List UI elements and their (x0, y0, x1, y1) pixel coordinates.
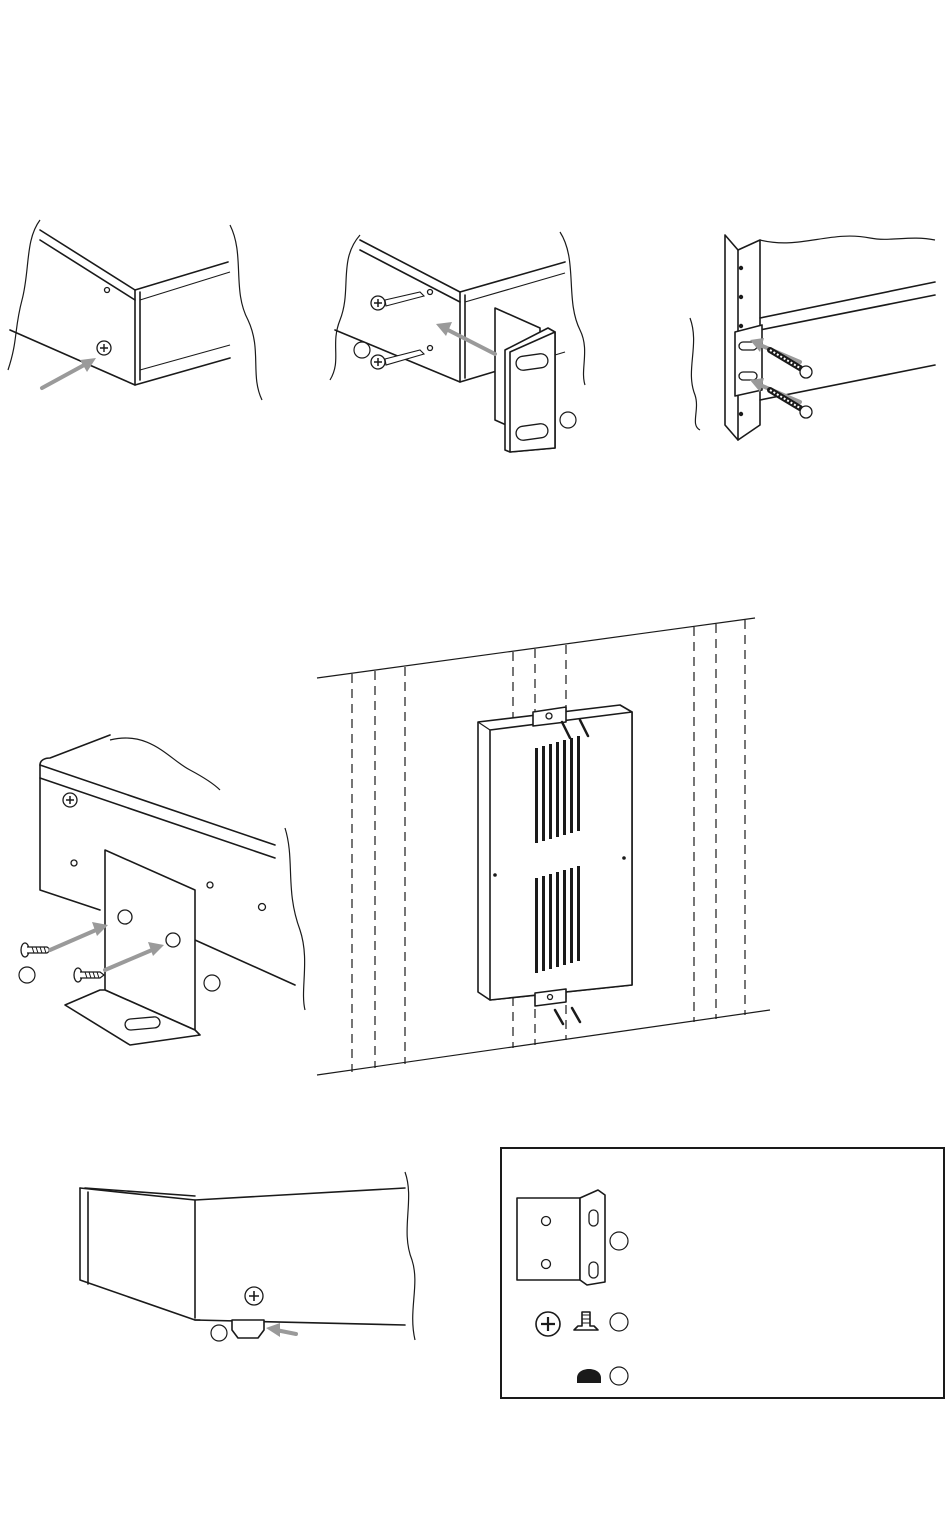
callout-circle (610, 1232, 628, 1250)
callout-circle (211, 1325, 227, 1341)
callout-circle (610, 1367, 628, 1385)
callout-circle (19, 967, 35, 983)
callout-circle (610, 1313, 628, 1331)
fig-wall-mounted-device (317, 618, 770, 1075)
callout-circle (354, 342, 370, 358)
fig-attach-rubber-foot (80, 1172, 415, 1341)
parts-box (501, 1148, 944, 1398)
fig-mount-in-rack (690, 235, 935, 440)
callout-circle (560, 412, 576, 428)
fig-remove-screw (8, 220, 262, 400)
callout-circle (204, 975, 220, 991)
fig-attach-rack-ear (330, 232, 585, 452)
fig-attach-wall-bracket (19, 735, 305, 1045)
